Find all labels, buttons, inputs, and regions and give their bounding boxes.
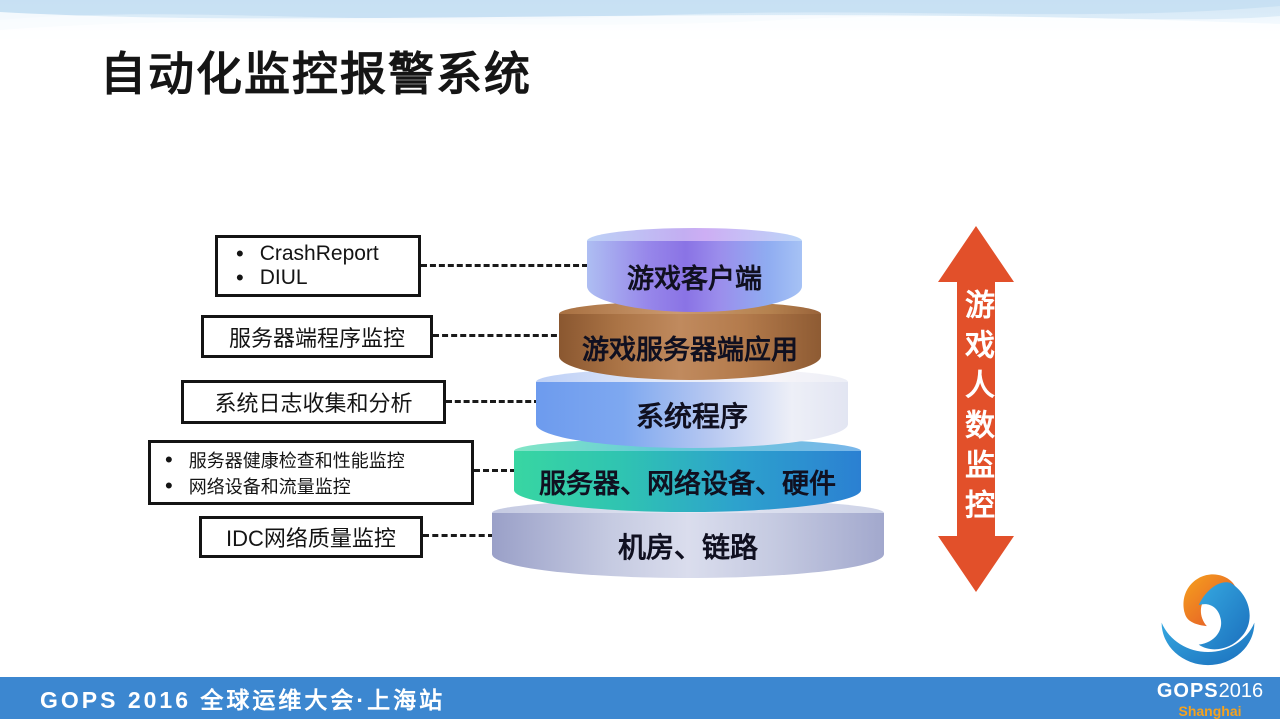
pyramid-layer-servers-network-hardware: 服务器、网络设备、硬件: [514, 438, 861, 512]
note-box-server-program-monitoring: 服务器端程序监控: [201, 315, 433, 358]
pyramid-layer-system-programs: 系统程序: [536, 368, 848, 448]
dashed-connector-4: [474, 469, 516, 472]
note-item: CrashReport: [259, 242, 379, 265]
bullet-icon: •: [236, 241, 244, 266]
note-item: 系统日志收集和分析: [214, 391, 413, 416]
layer-label: 机房、链路: [492, 513, 884, 578]
logo-city: Shanghai: [1178, 703, 1242, 719]
dashed-connector-1: [421, 264, 588, 267]
layer-label: 游戏客户端: [587, 241, 802, 312]
dashed-connector-3: [446, 400, 540, 403]
bullet-icon: •: [165, 446, 173, 472]
wave-graphic: [0, 0, 1280, 46]
header-wave-decoration: [0, 0, 1280, 46]
logo-text-block: GOPS2016 Shanghai: [1150, 681, 1270, 718]
pyramid-layer-game-server-app: 游戏服务器端应用: [559, 301, 821, 380]
layer-label: 系统程序: [536, 382, 848, 448]
note-item: 网络设备和流量监控: [188, 476, 351, 497]
logo-year: 2016: [1218, 680, 1264, 702]
gops-logo-icon: [1161, 574, 1255, 666]
dashed-connector-5: [423, 534, 494, 537]
footer-bar: [0, 677, 1280, 719]
bullet-icon: •: [236, 265, 244, 290]
note-box-syslog-collection: 系统日志收集和分析: [181, 380, 446, 424]
layer-label: 游戏服务器端应用: [559, 314, 821, 380]
double-arrow-icon: [938, 226, 1014, 592]
layer-label: 服务器、网络设备、硬件: [514, 451, 861, 512]
dashed-connector-2: [433, 334, 566, 337]
logo-name: GOPS: [1156, 680, 1219, 702]
note-box-health-and-network-monitoring: • 服务器健康检查和性能监控 • 网络设备和流量监控: [148, 440, 474, 505]
note-box-idc-network-quality: IDC网络质量监控: [199, 516, 423, 558]
arrow-label-player-count-monitoring: 游戏人数监控: [960, 289, 993, 529]
note-item: 服务器端程序监控: [228, 325, 405, 351]
footer-conference-title: GOPS 2016 全球运维大会·上海站: [40, 687, 446, 713]
pyramid-layer-game-client: 游戏客户端: [587, 228, 802, 312]
note-item: 服务器健康检查和性能监控: [188, 450, 405, 471]
page-title: 自动化监控报警系统: [100, 48, 532, 100]
note-box-client-tools: • CrashReport • DIUL: [215, 235, 421, 297]
bullet-icon: •: [165, 472, 173, 498]
note-item: DIUL: [259, 266, 308, 289]
note-item: IDC网络质量监控: [226, 526, 396, 551]
